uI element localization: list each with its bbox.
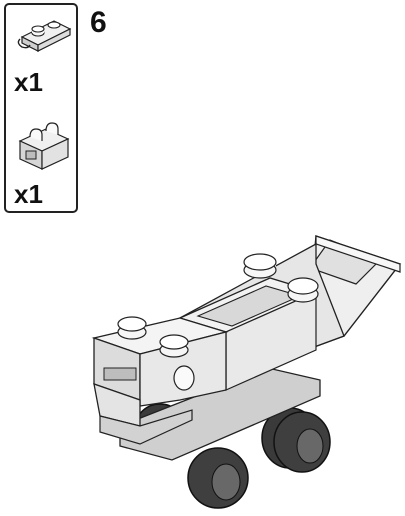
stud	[243, 253, 277, 279]
step-number: 6	[90, 6, 107, 39]
parts-list-panel: x1 x1	[4, 3, 78, 213]
part-item: x1	[6, 9, 76, 97]
vehicle-model-illustration	[91, 235, 402, 509]
front-wheels	[187, 411, 331, 509]
stud	[287, 277, 319, 303]
part-item: x1	[6, 121, 76, 209]
bracket-with-clips-part-icon	[18, 122, 70, 170]
studs	[117, 253, 319, 358]
stud	[117, 316, 147, 340]
plate-with-clip-part-icon	[17, 20, 72, 52]
stud	[159, 334, 189, 358]
part-quantity: x1	[14, 179, 43, 209]
part-quantity: x1	[14, 67, 43, 97]
